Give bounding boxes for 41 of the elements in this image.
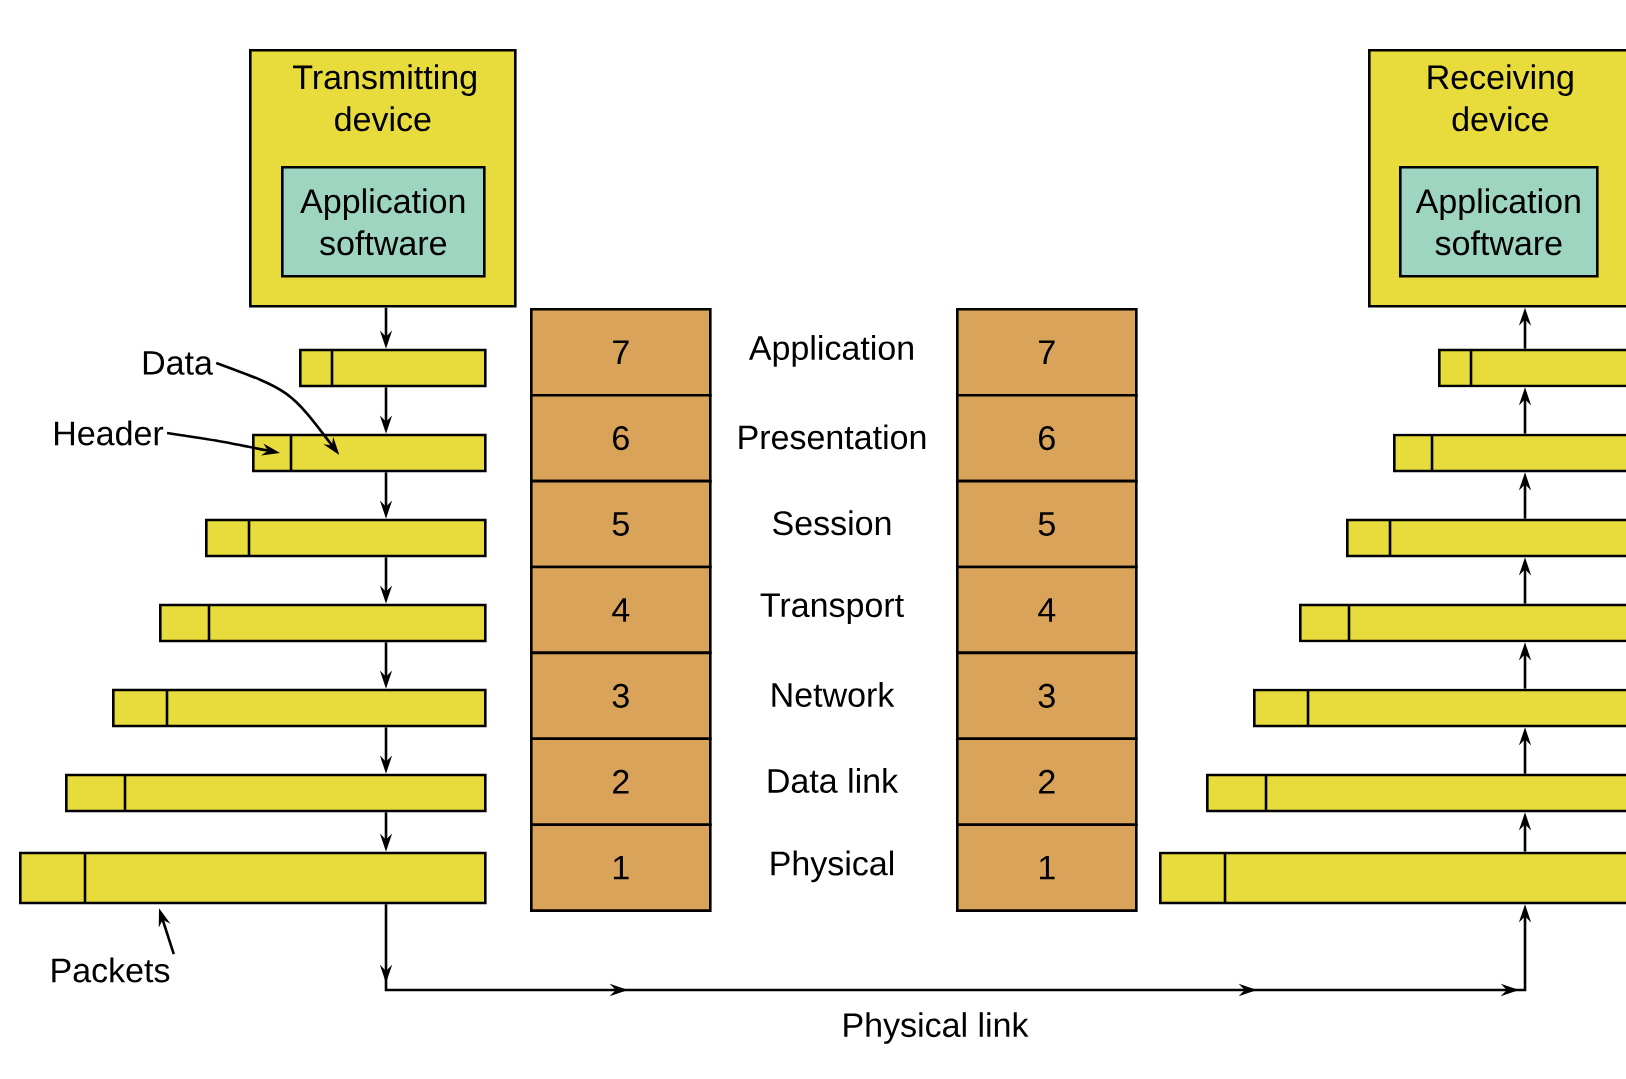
callout-text: Packets xyxy=(52,957,170,983)
layer-box: 4 xyxy=(956,565,1138,655)
packet-bar xyxy=(1346,518,1626,558)
packet-bar xyxy=(299,348,487,388)
packet-bar xyxy=(19,851,487,905)
layer-name: Data link xyxy=(768,768,899,793)
packet-bar xyxy=(159,603,487,643)
packet-bar xyxy=(1393,433,1626,473)
layer-box: 5 xyxy=(530,479,712,569)
layer-box: 1 xyxy=(530,823,712,912)
layer-name: Network xyxy=(772,682,895,707)
packet-bar xyxy=(1253,688,1626,728)
layer-box: 6 xyxy=(530,393,712,483)
layer-name: Presentation xyxy=(739,424,926,450)
packet-bar xyxy=(1438,348,1626,388)
callout-text: Data xyxy=(143,351,213,375)
software-box: Application software xyxy=(1399,166,1599,278)
packet-bar xyxy=(252,433,487,473)
layer-name: Session xyxy=(773,510,891,536)
packet-bar xyxy=(1299,603,1626,643)
layer-box: 7 xyxy=(956,308,1138,397)
layer-box: 3 xyxy=(530,651,712,741)
packet-bar xyxy=(1206,773,1626,813)
packet-bar xyxy=(112,688,487,728)
layer-box: 3 xyxy=(956,651,1138,741)
software-box: Application software xyxy=(281,166,486,278)
layer-box: 2 xyxy=(956,737,1138,826)
packet-bar xyxy=(65,773,487,813)
packet-bar xyxy=(205,518,487,558)
layer-name: Transport xyxy=(760,593,904,624)
layer-name: Physical xyxy=(771,850,893,883)
packet-bar xyxy=(1159,851,1626,905)
layer-box: 1 xyxy=(956,823,1138,912)
layer-box: 6 xyxy=(956,393,1138,483)
callout-text: Header xyxy=(55,420,164,446)
layer-box: 7 xyxy=(530,308,712,397)
edge-label: Physical link xyxy=(837,1008,1033,1048)
layer-box: 4 xyxy=(530,565,712,655)
layer-box: 2 xyxy=(530,737,712,826)
layer-name: Application xyxy=(748,335,913,367)
layer-box: 5 xyxy=(956,479,1138,569)
